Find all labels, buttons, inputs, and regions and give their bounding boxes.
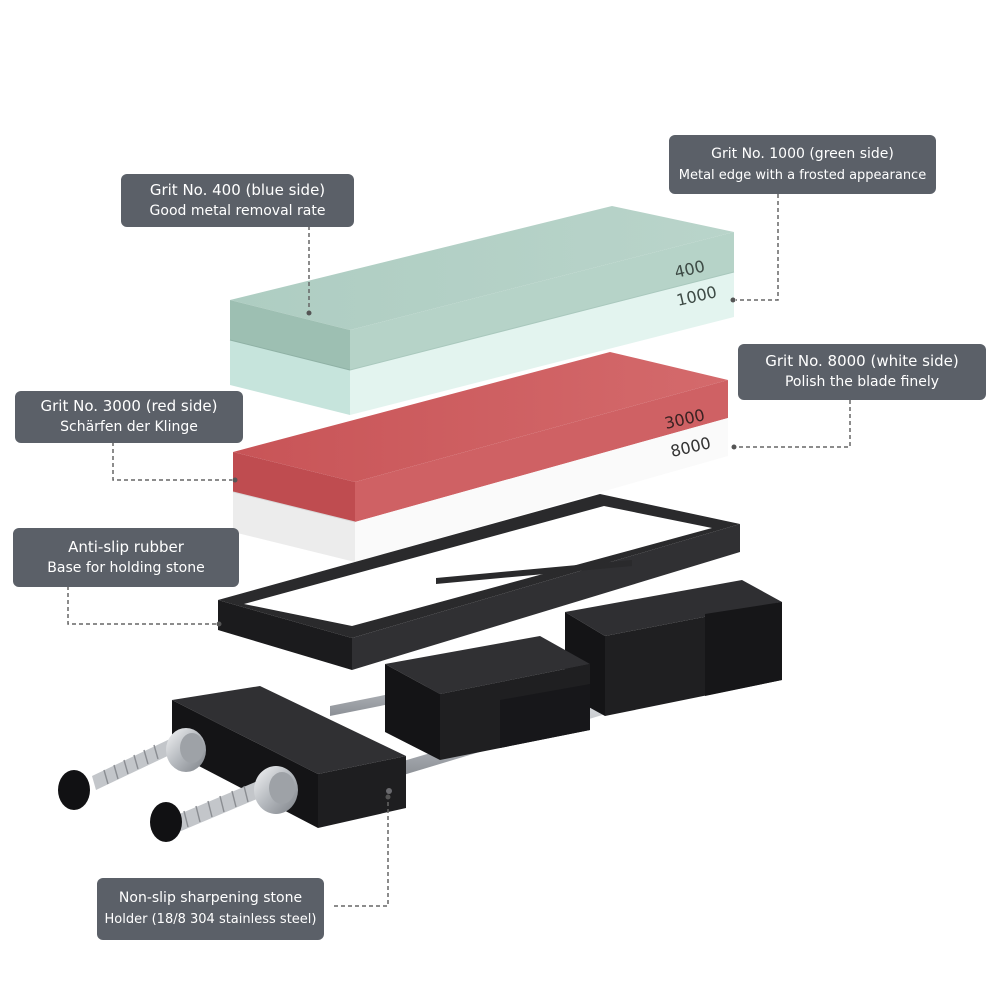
- stone-green-top-face: [230, 206, 734, 330]
- leader-grit8000: [737, 400, 851, 448]
- stone-red-side: [355, 380, 728, 522]
- holder-middle-block: [385, 636, 590, 760]
- leader-rubber: [67, 586, 216, 625]
- rubber-base-frame: [218, 494, 740, 670]
- callout-grit8000: Grit No. 8000 (white side) Polish the bl…: [738, 344, 986, 400]
- callout-grit8000-detail: Polish the blade finely: [784, 374, 940, 390]
- stone-white-side: [355, 418, 728, 562]
- stone-white-front: [233, 492, 355, 562]
- leader-grit3000: [112, 442, 232, 481]
- stone-400-1000: [229, 206, 735, 415]
- callout-grit3000-detail: Schärfen der Klinge: [60, 419, 198, 435]
- callout-holder-detail: Holder (18/8 304 stainless steel): [104, 912, 317, 927]
- stone-green-front-upper: [230, 300, 350, 370]
- callout-holder: Non-slip sharpening stone Holder (18/8 3…: [97, 878, 324, 940]
- callout-grit400-title: Grit No. 400 (blue side): [149, 180, 326, 199]
- leader-holder: [334, 800, 389, 907]
- clamp-screw-back: [58, 728, 206, 810]
- leader-grit1000: [736, 194, 779, 301]
- callout-grit1000: Grit No. 1000 (green side) Metal edge wi…: [669, 135, 936, 194]
- callout-grit3000: Grit No. 3000 (red side) Schärfen der Kl…: [15, 391, 243, 443]
- callout-grit3000-title: Grit No. 3000 (red side): [40, 397, 218, 415]
- stone-3000-8000: [232, 352, 728, 562]
- holder-back-block: [565, 580, 782, 716]
- callout-grit400-detail: Good metal removal rate: [149, 202, 326, 219]
- callout-holder-title: Non-slip sharpening stone: [118, 890, 303, 906]
- clamp-screw-front: [150, 766, 298, 842]
- callout-grit1000-detail: Metal edge with a frosted appearance: [678, 167, 927, 183]
- stone-green-side-upper: [350, 232, 734, 370]
- stone-red-top-face: [233, 352, 728, 482]
- stone-red-front: [233, 452, 355, 522]
- callout-grit400: Grit No. 400 (blue side) Good metal remo…: [121, 174, 354, 227]
- callout-rubber-detail: Base for holding stone: [47, 559, 205, 576]
- stone-green-front-lower: [230, 340, 350, 415]
- callout-rubber: Anti-slip rubber Base for holding stone: [13, 528, 239, 587]
- callout-rubber-title: Anti-slip rubber: [68, 537, 184, 556]
- stone-green-side-lower: [350, 272, 734, 415]
- callout-grit8000-title: Grit No. 8000 (white side): [765, 352, 959, 370]
- callout-grit1000-title: Grit No. 1000 (green side): [711, 145, 894, 162]
- leader-lines: [67, 194, 851, 907]
